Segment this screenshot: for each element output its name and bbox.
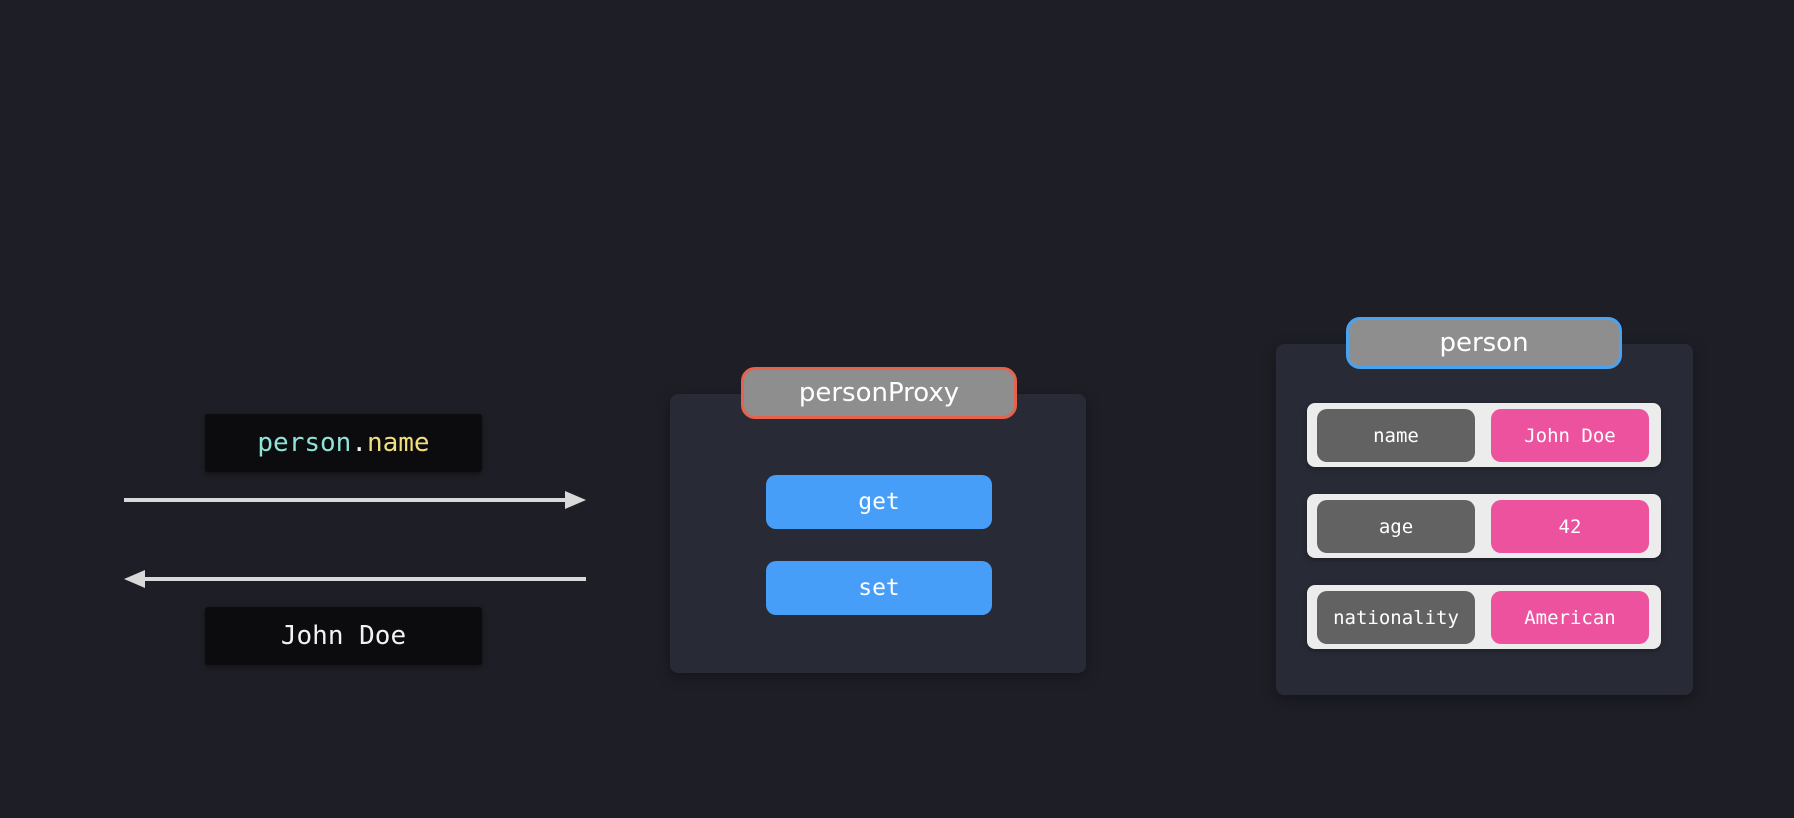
request-code-label: person.name xyxy=(205,414,482,472)
proxy-title: personProxy xyxy=(741,367,1017,419)
property-row-name: name John Doe xyxy=(1307,403,1661,467)
set-trap-button[interactable]: set xyxy=(766,561,992,615)
target-object-title: person xyxy=(1346,317,1622,369)
response-arrow-left xyxy=(124,570,586,588)
property-value: John Doe xyxy=(1491,409,1649,462)
proxy-panel xyxy=(670,394,1086,673)
property-value: American xyxy=(1491,591,1649,644)
property-row-age: age 42 xyxy=(1307,494,1661,558)
property-key: age xyxy=(1317,500,1475,553)
request-arrow-right xyxy=(124,491,586,509)
request-object: person xyxy=(257,428,352,458)
property-row-nationality: nationality American xyxy=(1307,585,1661,649)
request-dot: . xyxy=(351,428,367,458)
get-trap-button[interactable]: get xyxy=(766,475,992,529)
request-property: name xyxy=(366,428,430,458)
response-code-label: John Doe xyxy=(205,607,482,665)
property-value: 42 xyxy=(1491,500,1649,553)
property-key: nationality xyxy=(1317,591,1475,644)
property-key: name xyxy=(1317,409,1475,462)
